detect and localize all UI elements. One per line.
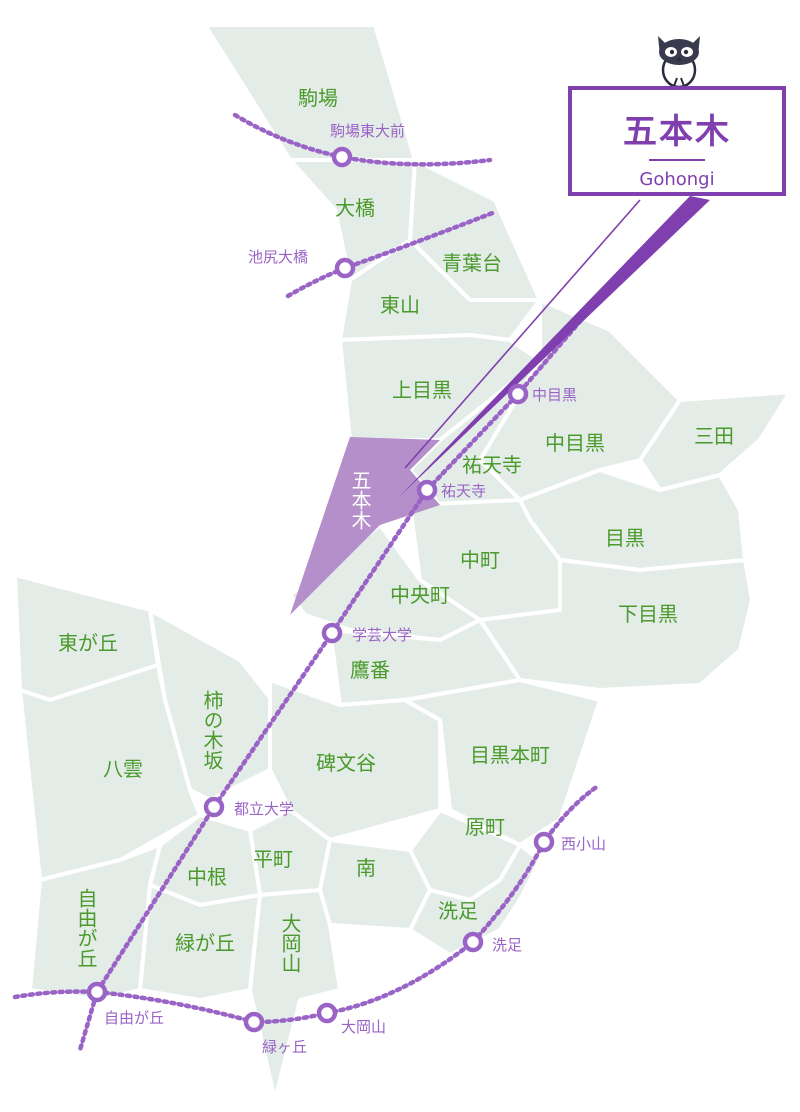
title-box: 五本木 Gohongi [568,86,786,196]
area-label-higashigaoka: 東が丘 [58,631,118,655]
area-shimomeguro [478,558,754,692]
station-marker-ikejiri-ohashi [334,257,356,279]
station-marker-midorigaoka [243,1011,265,1033]
area-label-nakane: 中根 [187,865,227,889]
station-label-ikejiri-ohashi: 池尻大橋 [248,248,308,266]
district-labels: 駒場 大橋 青葉台 東山 上目黒 中目黒 三田 祐天寺 目黒 中町 中央町 下目… [58,86,734,973]
highlight-area-label: 五本木 [348,470,372,530]
area-label-hiramachi: 平町 [253,847,293,871]
station-marker-jiyugaoka [86,981,108,1003]
area-label-minami: 南 [356,856,376,880]
station-marker-toritsu-daigaku [203,796,225,818]
station-label-gakugei-daigaku: 学芸大学 [352,626,412,644]
area-label-komaba: 駒場 [298,86,338,110]
station-label-jiyugaoka: 自由が丘 [104,1009,164,1027]
area-label-mita: 三田 [694,424,734,448]
callout-pointer [398,196,710,498]
station-label-senzoku: 洗足 [492,936,522,954]
station-marker-yutenji [416,479,438,501]
area-label-jiyugaoka: 自由が丘 [74,888,98,968]
area-label-haramachi: 原町 [465,815,505,839]
title-main: 五本木 [623,112,731,152]
area-label-meguro: 目黒 [605,526,645,550]
area-label-nakameguro: 中目黒 [545,431,605,455]
station-marker-gakugei-daigaku [321,622,343,644]
area-label-meguro-honcho: 目黒本町 [470,743,550,767]
area-label-shimomeguro: 下目黒 [618,602,678,626]
area-label-kamimeguro: 上目黒 [392,378,452,402]
station-label-midorigaoka: 緑ヶ丘 [262,1038,307,1056]
station-marker-senzoku [462,931,484,953]
area-label-midorigaoka: 緑が丘 [175,931,235,955]
station-marker-nakameguro [507,383,529,405]
area-label-ohashi: 大橋 [335,196,375,220]
area-label-ookayama: 大岡山 [278,913,302,973]
area-label-aobadai: 青葉台 [442,251,502,275]
area-ookayama [248,888,342,1102]
station-label-ookayama: 大岡山 [341,1018,386,1036]
station-markers: 駒場東大前 池尻大橋 中目黒 祐天寺 学芸大学 都立大学 西小山 洗足 自由が丘… [86,122,606,1056]
station-label-toritsu-daigaku: 都立大学 [234,800,294,818]
title-subtitle: Gohongi [639,169,715,190]
station-marker-ookayama [316,1002,338,1024]
district-areas [13,23,792,1102]
station-marker-komaba-todaimae [331,146,353,168]
area-label-himonya: 碑文谷 [316,751,376,775]
area-label-kakinokizaka: 柿の木坂 [200,690,224,770]
station-label-yutenji: 祐天寺 [441,482,486,500]
area-label-takaban: 鷹番 [350,658,390,682]
station-label-nishi-koyama: 西小山 [561,835,606,853]
station-marker-nishi-koyama [533,831,555,853]
area-minami [318,838,432,932]
area-label-nakacho: 中町 [460,548,500,572]
area-gohongi-highlight [290,437,440,615]
station-label-komaba-todaimae: 駒場東大前 [330,122,405,140]
title-divider [649,159,705,161]
area-label-senzoku: 洗足 [438,899,478,923]
area-label-yakumo: 八雲 [103,757,143,781]
denentoshi-line [285,209,498,299]
owl-mascot-icon [658,36,700,88]
station-label-nakameguro: 中目黒 [532,386,577,404]
area-label-higashiyama: 東山 [380,293,420,317]
area-label-yutenji: 祐天寺 [462,453,522,477]
area-label-chuocho: 中央町 [390,583,450,607]
